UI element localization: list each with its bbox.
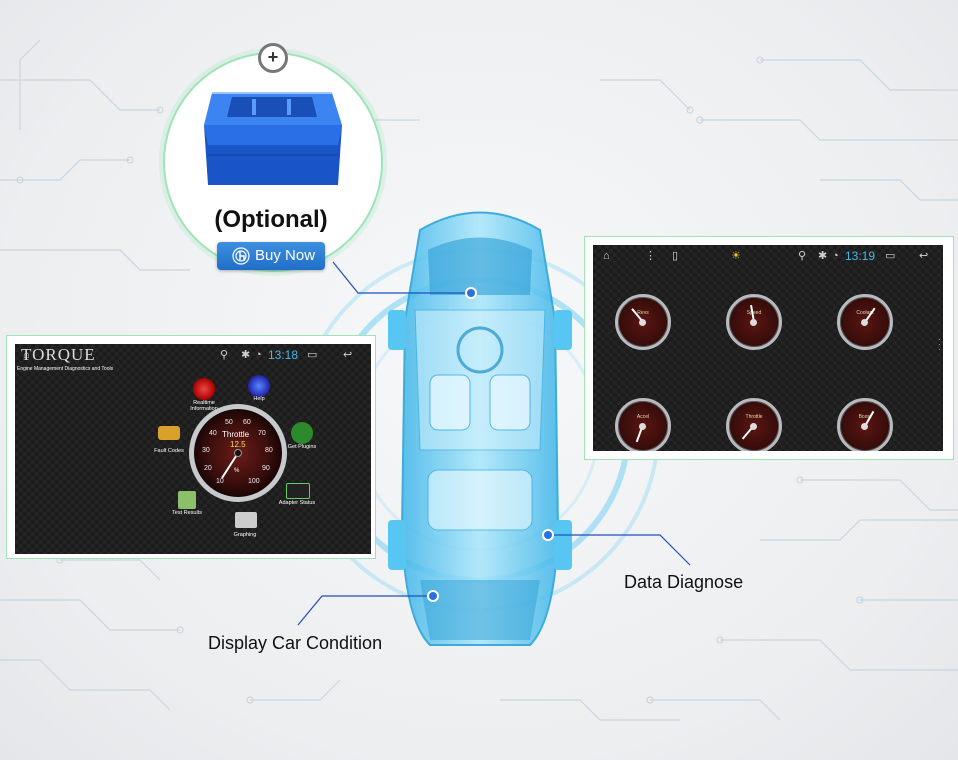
- clock-2: 13:19: [845, 249, 876, 263]
- callout-dot-data-diagnose: [544, 531, 552, 539]
- status-bar: ⌂ ⚲ ✱ ◔ 13:18 ▭ ↩: [15, 344, 371, 366]
- gauge-throttle-hub: [750, 423, 757, 430]
- gauge-title: Throttle: [222, 430, 250, 439]
- realtime-info-label: Realtime Information: [190, 400, 218, 412]
- adapter-status-label: Adapter Status: [278, 500, 316, 506]
- recent-apps-icon-2[interactable]: ▭: [885, 250, 896, 262]
- graphing-icon[interactable]: [235, 512, 257, 528]
- gauge-value: 12.5: [230, 440, 246, 449]
- menu-dots-icon[interactable]: ⋮: [645, 250, 656, 262]
- optional-label: (Optional): [214, 206, 328, 233]
- torque-screen[interactable]: ⌂ ⚲ ✱ ◔ 13:18 ▭ ↩ TORQUE Engine Manageme…: [15, 344, 371, 554]
- gauge-tick-40: 40: [209, 430, 217, 437]
- fault-codes-label: Fault Codes: [154, 448, 184, 454]
- gauge-accel-label: Accel: [636, 414, 650, 420]
- get-plugins-label: Get Plugins: [287, 444, 317, 450]
- gauge-revs: Revs: [615, 294, 671, 350]
- add-icon[interactable]: +: [258, 43, 288, 73]
- status-bar-2: ⌂ ⋮ ▯ ☀ ⚲ ✱ ◔ 13:19 ▭ ↩: [593, 245, 943, 267]
- wifi-icon: ◔: [255, 349, 262, 361]
- home-icon-2[interactable]: ⌂: [603, 250, 610, 262]
- page-indicator-icon: ···: [938, 335, 941, 354]
- gauge-tick-20: 20: [204, 465, 212, 472]
- gauge-throttle: Throttle: [726, 398, 782, 451]
- dashboard-screen[interactable]: ⌂ ⋮ ▯ ☀ ⚲ ✱ ◔ 13:19 ▭ ↩ Revs Speed Coola…: [593, 245, 943, 451]
- back-icon[interactable]: ↩: [343, 349, 353, 361]
- gauge-coolant-label: Coolant: [856, 310, 874, 316]
- clock: 13:18: [268, 348, 299, 362]
- gauge-boost-hub: [861, 423, 868, 430]
- gauge-tick-50: 50: [225, 419, 233, 426]
- callout-data-diagnose: Data Diagnose: [624, 572, 744, 592]
- location-icon: ⚲: [798, 250, 807, 262]
- gauge-accel: Accel: [615, 398, 671, 451]
- wifi-icon-2: ◔: [832, 250, 839, 262]
- graphing-label: Graphing: [233, 532, 257, 538]
- torque-logo: TORQUE: [21, 345, 96, 364]
- test-results-icon[interactable]: [178, 491, 196, 509]
- touch-icon: [232, 247, 250, 265]
- callout-dot-car-condition: [429, 592, 437, 600]
- gauge-coolant-hub: [861, 319, 868, 326]
- gauge-throttle-label: Throttle: [745, 414, 763, 420]
- gauge-unit: %: [234, 468, 240, 474]
- brightness-icon: ☀: [731, 250, 741, 262]
- gauge-speed-hub: [750, 319, 757, 326]
- throttle-gauge: [189, 404, 287, 502]
- back-icon-2[interactable]: ↩: [919, 250, 929, 262]
- bluetooth-icon: ✱: [241, 349, 251, 361]
- obd-adapter-image: [204, 92, 342, 185]
- gauge-revs-hub: [639, 319, 646, 326]
- adapter-status-icon[interactable]: [286, 483, 310, 499]
- gauge-tick-70: 70: [258, 430, 266, 437]
- buy-now-label: Buy Now: [255, 247, 316, 264]
- gauge-coolant: Coolant: [837, 294, 893, 350]
- gauge-tick-100: 100: [248, 478, 260, 485]
- gauge-boost-label: Boost: [858, 414, 872, 420]
- gauge-speed: Speed: [726, 294, 782, 350]
- help-label: Help: [253, 396, 265, 402]
- fault-codes-icon[interactable]: [158, 426, 180, 440]
- torque-subtitle: Engine Management Diagnostics and Tools: [17, 366, 114, 372]
- help-icon[interactable]: [248, 375, 270, 397]
- buy-now-button[interactable]: Buy Now: [217, 242, 325, 270]
- gauge-tick-30: 30: [202, 447, 210, 454]
- realtime-info-icon[interactable]: [193, 378, 215, 400]
- gauge-tick-60: 60: [243, 419, 251, 426]
- car-illustration: [388, 211, 572, 646]
- gauge-tick-10: 10: [216, 478, 224, 485]
- recent-apps-icon[interactable]: ▭: [307, 349, 318, 361]
- gauge-boost: Boost: [837, 398, 893, 451]
- home-icon: ⌂: [23, 349, 30, 361]
- gauge-tick-90: 90: [262, 465, 270, 472]
- usb-icon: ▯: [672, 250, 679, 262]
- gauge-revs-label: Revs: [637, 310, 649, 316]
- gauge-tick-80: 80: [265, 447, 273, 454]
- test-results-label: Test Results: [172, 510, 202, 516]
- gauge-speed-label: Speed: [746, 310, 762, 316]
- get-plugins-icon[interactable]: [291, 422, 313, 444]
- callout-dot-engine: [467, 289, 475, 297]
- bluetooth-icon-2: ✱: [818, 250, 828, 262]
- signal-icon: ⚲: [220, 349, 229, 361]
- gauge-accel-hub: [639, 423, 646, 430]
- callout-display-car-condition: Display Car Condition: [208, 633, 383, 653]
